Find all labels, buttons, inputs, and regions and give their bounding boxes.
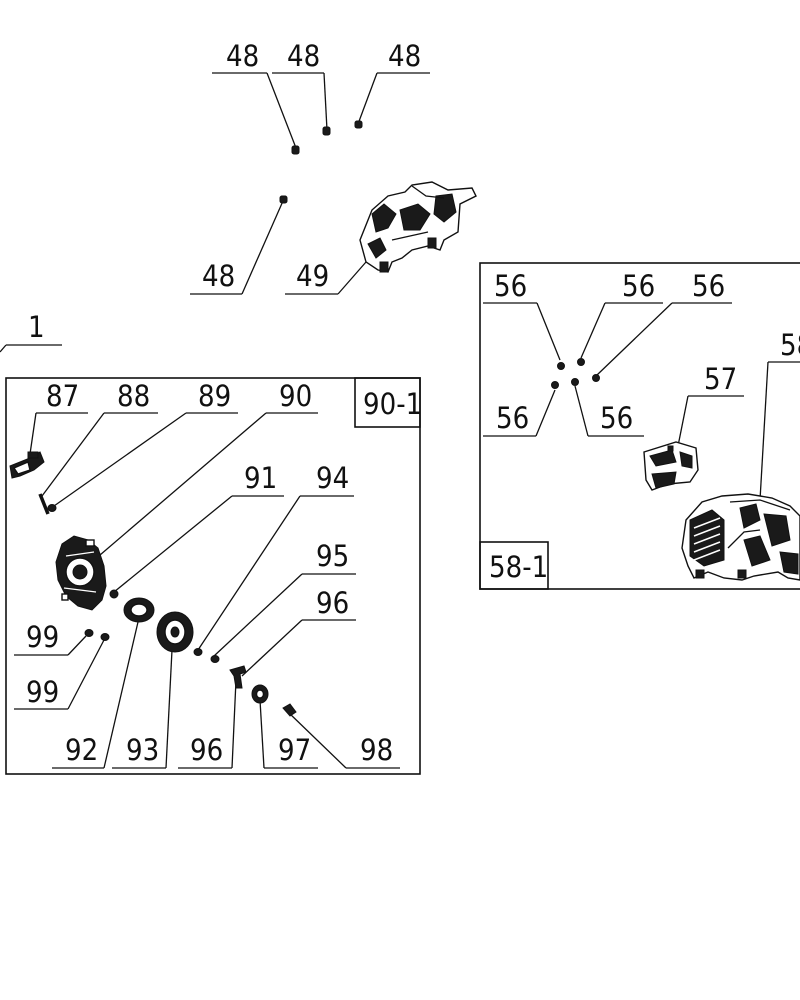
bracket-49-part xyxy=(359,181,477,273)
cover-group-label: 58-1 xyxy=(489,550,548,584)
pawl-96-part xyxy=(229,665,247,689)
callout-56-b: 56 xyxy=(622,269,655,303)
starter-group-box: 90-1 87 88 89 90 91 94 95 96 99 99 xyxy=(5,377,422,775)
callout-56-d: 56 xyxy=(496,401,529,435)
nut-89-part xyxy=(47,504,57,512)
spring-97-part xyxy=(251,684,269,704)
callout-96-b: 96 xyxy=(190,733,223,767)
callout-56-e: 56 xyxy=(600,401,633,435)
callout-99-a: 99 xyxy=(26,620,59,654)
starter-housing-90-part xyxy=(55,535,107,611)
group-1: 1 xyxy=(0,310,62,353)
callout-97: 97 xyxy=(278,733,311,767)
spring-92-part xyxy=(123,597,155,623)
callout-56-a: 56 xyxy=(494,269,527,303)
callout-58: 58 xyxy=(780,328,800,362)
washer-91-part xyxy=(109,589,119,599)
callout-91: 91 xyxy=(244,461,277,495)
washer-95-part xyxy=(210,655,220,663)
callout-49: 49 xyxy=(296,259,329,293)
callout-89: 89 xyxy=(198,379,231,413)
callout-96-a: 96 xyxy=(316,586,349,620)
starter-handle-87-part xyxy=(9,451,45,479)
starter-group-label-box xyxy=(354,377,421,428)
plate-57-part xyxy=(643,441,699,491)
rope-pin-88-part xyxy=(38,493,50,515)
starter-group-frame xyxy=(5,377,421,775)
callout-95: 95 xyxy=(316,539,349,573)
cover-group-box: 58-1 56 56 56 56 56 57 58 xyxy=(479,262,800,590)
callout-48-b: 48 xyxy=(287,39,320,73)
callout-88: 88 xyxy=(117,379,150,413)
cover-58-part xyxy=(681,493,800,581)
group-48-49: 48 48 48 48 49 xyxy=(190,39,477,295)
screw-99-part xyxy=(84,629,110,641)
starter-group-label: 90-1 xyxy=(363,387,422,421)
callout-93: 93 xyxy=(126,733,159,767)
callout-48-d: 48 xyxy=(202,259,235,293)
cover-group-frame xyxy=(479,262,800,590)
callout-87: 87 xyxy=(46,379,79,413)
pulley-93-part xyxy=(156,611,194,653)
callout-94: 94 xyxy=(316,461,349,495)
callout-99-b: 99 xyxy=(26,675,59,709)
cover-group-label-box xyxy=(479,541,549,590)
callout-90: 90 xyxy=(279,379,312,413)
screw-56-part xyxy=(551,358,600,389)
callout-1: 1 xyxy=(28,310,45,344)
screw-98-part xyxy=(282,703,297,717)
callout-98: 98 xyxy=(360,733,393,767)
callout-48-c: 48 xyxy=(388,39,421,73)
washer-94-part xyxy=(193,648,203,656)
callout-92: 92 xyxy=(65,733,98,767)
callout-56-c: 56 xyxy=(692,269,725,303)
callout-57: 57 xyxy=(704,362,737,396)
screw-48-part xyxy=(279,120,363,204)
callout-48-a: 48 xyxy=(226,39,259,73)
